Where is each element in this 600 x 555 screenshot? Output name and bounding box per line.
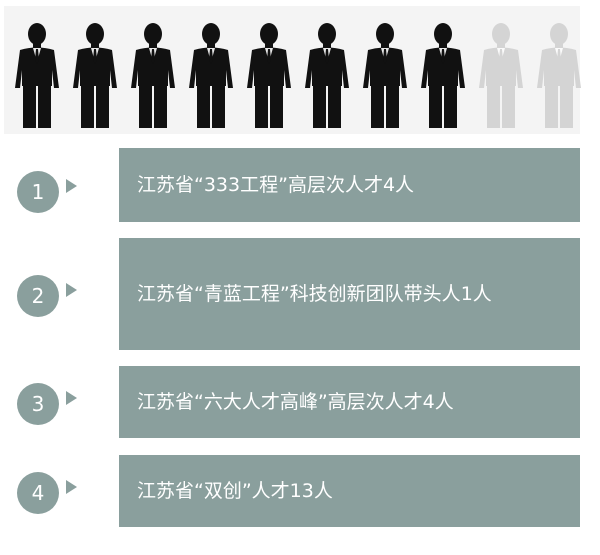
arrow-icon — [66, 179, 77, 193]
businessman-icon — [421, 23, 465, 128]
item-text: 江苏省“六大人才高峰”高层次人才4人 — [119, 366, 580, 438]
people-row — [14, 18, 582, 128]
item-text: 江苏省“333工程”高层次人才4人 — [119, 148, 580, 222]
businessman-icon — [73, 23, 117, 128]
businessman-icon — [15, 23, 59, 128]
item-text: 江苏省“青蓝工程”科技创新团队带头人1人 — [119, 238, 580, 350]
arrow-icon — [66, 283, 77, 297]
businessman-icon — [247, 23, 291, 128]
number-badge: 4 — [17, 472, 59, 514]
businessman-icon — [131, 23, 175, 128]
arrow-icon — [66, 480, 77, 494]
businessman-icon — [305, 23, 349, 128]
number-badge: 3 — [17, 383, 59, 425]
arrow-icon — [66, 391, 77, 405]
businessman-icon — [537, 23, 581, 128]
businessman-icon — [363, 23, 407, 128]
people-band — [4, 6, 582, 134]
businessman-icon — [479, 23, 523, 128]
number-badge: 2 — [17, 275, 59, 317]
item-text: 江苏省“双创”人才13人 — [119, 455, 580, 527]
businessman-icon — [189, 23, 233, 128]
number-badge: 1 — [17, 171, 59, 213]
